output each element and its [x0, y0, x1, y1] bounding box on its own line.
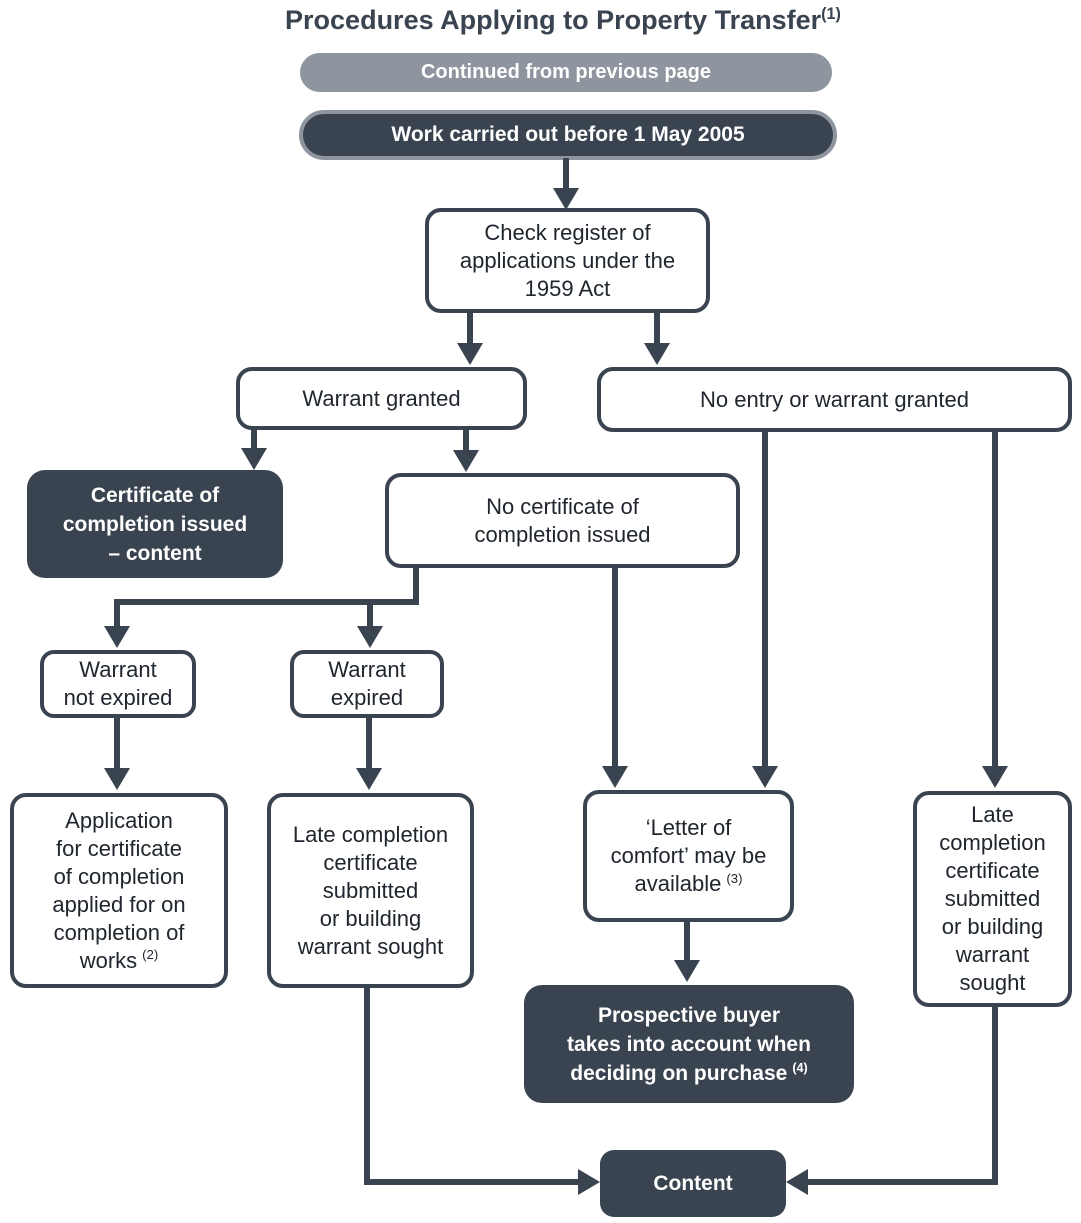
page-title: Procedures Applying to Property Transfer… [0, 5, 1081, 36]
node-label-text: ‘Letter of comfort’ may be available [610, 815, 767, 896]
arrowhead-down [241, 448, 267, 470]
node-certificate-of-completion-issued-content: Certificate of completion issued – conte… [27, 470, 283, 578]
node-label: Content [653, 1172, 733, 1195]
connector-line [992, 1003, 998, 1185]
node-label: Application for certificate of completio… [52, 807, 185, 975]
arrowhead-down [453, 450, 479, 472]
arrowhead-down [602, 766, 628, 788]
arrowhead-down [104, 768, 130, 790]
node-label: Late completion certificate submitted or… [939, 802, 1046, 995]
node-no-entry-or-warrant-granted: No entry or warrant granted [597, 367, 1072, 432]
node-late-completion-certificate-right: Late completion certificate submitted or… [913, 791, 1072, 1007]
arrowhead-down [982, 766, 1008, 788]
footnote-ref: (2) [142, 947, 159, 963]
node-label: Prospective buyer takes into account whe… [567, 1001, 811, 1088]
connector-line [467, 313, 473, 345]
connector-line [364, 986, 370, 1185]
node-late-completion-certificate-left: Late completion certificate submitted or… [267, 793, 474, 988]
connector-line [114, 716, 120, 768]
connector-line [364, 1179, 578, 1185]
connector-line [992, 430, 998, 768]
connector-line [114, 599, 419, 605]
arrowhead-right [578, 1169, 600, 1195]
connector-line [413, 566, 419, 605]
connector-line [563, 158, 569, 190]
node-work-carried-out-before-1-may-2005: Work carried out before 1 May 2005 [299, 110, 837, 160]
node-no-certificate-of-completion-issued: No certificate of completion issued [385, 473, 740, 568]
arrowhead-down [357, 626, 383, 648]
arrowhead-down [553, 188, 579, 210]
connector-line [808, 1179, 998, 1185]
page-title-text: Procedures Applying to Property Transfer [285, 5, 822, 35]
node-label: ‘Letter of comfort’ may be available(3) [611, 814, 767, 898]
node-label: Work carried out before 1 May 2005 [391, 123, 745, 146]
node-warrant-granted: Warrant granted [236, 367, 527, 430]
connector-line [366, 716, 372, 768]
connector-line [251, 428, 257, 450]
title-footnote-ref: (1) [821, 5, 841, 23]
node-application-for-certificate-of-completion: Application for certificate of completio… [10, 793, 228, 988]
connector-line [114, 605, 120, 628]
arrowhead-down [457, 343, 483, 365]
node-label-text: Prospective buyer takes into account whe… [567, 1003, 811, 1085]
node-label: No certificate of completion issued [474, 493, 651, 547]
node-content: Content [600, 1150, 786, 1217]
node-label: No entry or warrant granted [699, 386, 970, 412]
footnote-ref: (3) [726, 870, 743, 886]
node-label: Continued from previous page [420, 61, 712, 83]
connector-line [612, 566, 618, 768]
connector-line [654, 313, 660, 345]
node-continued-from-previous-page: Continued from previous page [300, 53, 832, 92]
node-warrant-not-expired: Warrant not expired [40, 650, 196, 718]
arrowhead-down [674, 960, 700, 982]
node-label: Certificate of completion issued – conte… [62, 483, 248, 565]
arrowhead-down [752, 766, 778, 788]
arrowhead-down [356, 768, 382, 790]
footnote-ref: (4) [792, 1060, 808, 1075]
arrowhead-down [644, 343, 670, 365]
node-check-register-1959-act: Check register of applications under the… [425, 208, 710, 313]
node-warrant-expired: Warrant expired [290, 650, 444, 718]
node-label: Warrant granted [302, 385, 461, 411]
connector-line [684, 920, 690, 962]
connector-line [367, 605, 373, 628]
node-label: Warrant not expired [63, 657, 173, 710]
arrowhead-left [786, 1169, 808, 1195]
node-label: Warrant expired [328, 657, 406, 710]
node-prospective-buyer-takes-into-account: Prospective buyer takes into account whe… [524, 985, 854, 1103]
node-letter-of-comfort: ‘Letter of comfort’ may be available(3) [583, 790, 794, 922]
connector-line [463, 430, 469, 452]
connector-line [762, 430, 768, 768]
node-label: Late completion certificate submitted or… [292, 821, 449, 959]
arrowhead-down [104, 626, 130, 648]
node-label: Check register of applications under the… [459, 219, 676, 301]
node-label-text: Application for certificate of completio… [52, 807, 186, 973]
